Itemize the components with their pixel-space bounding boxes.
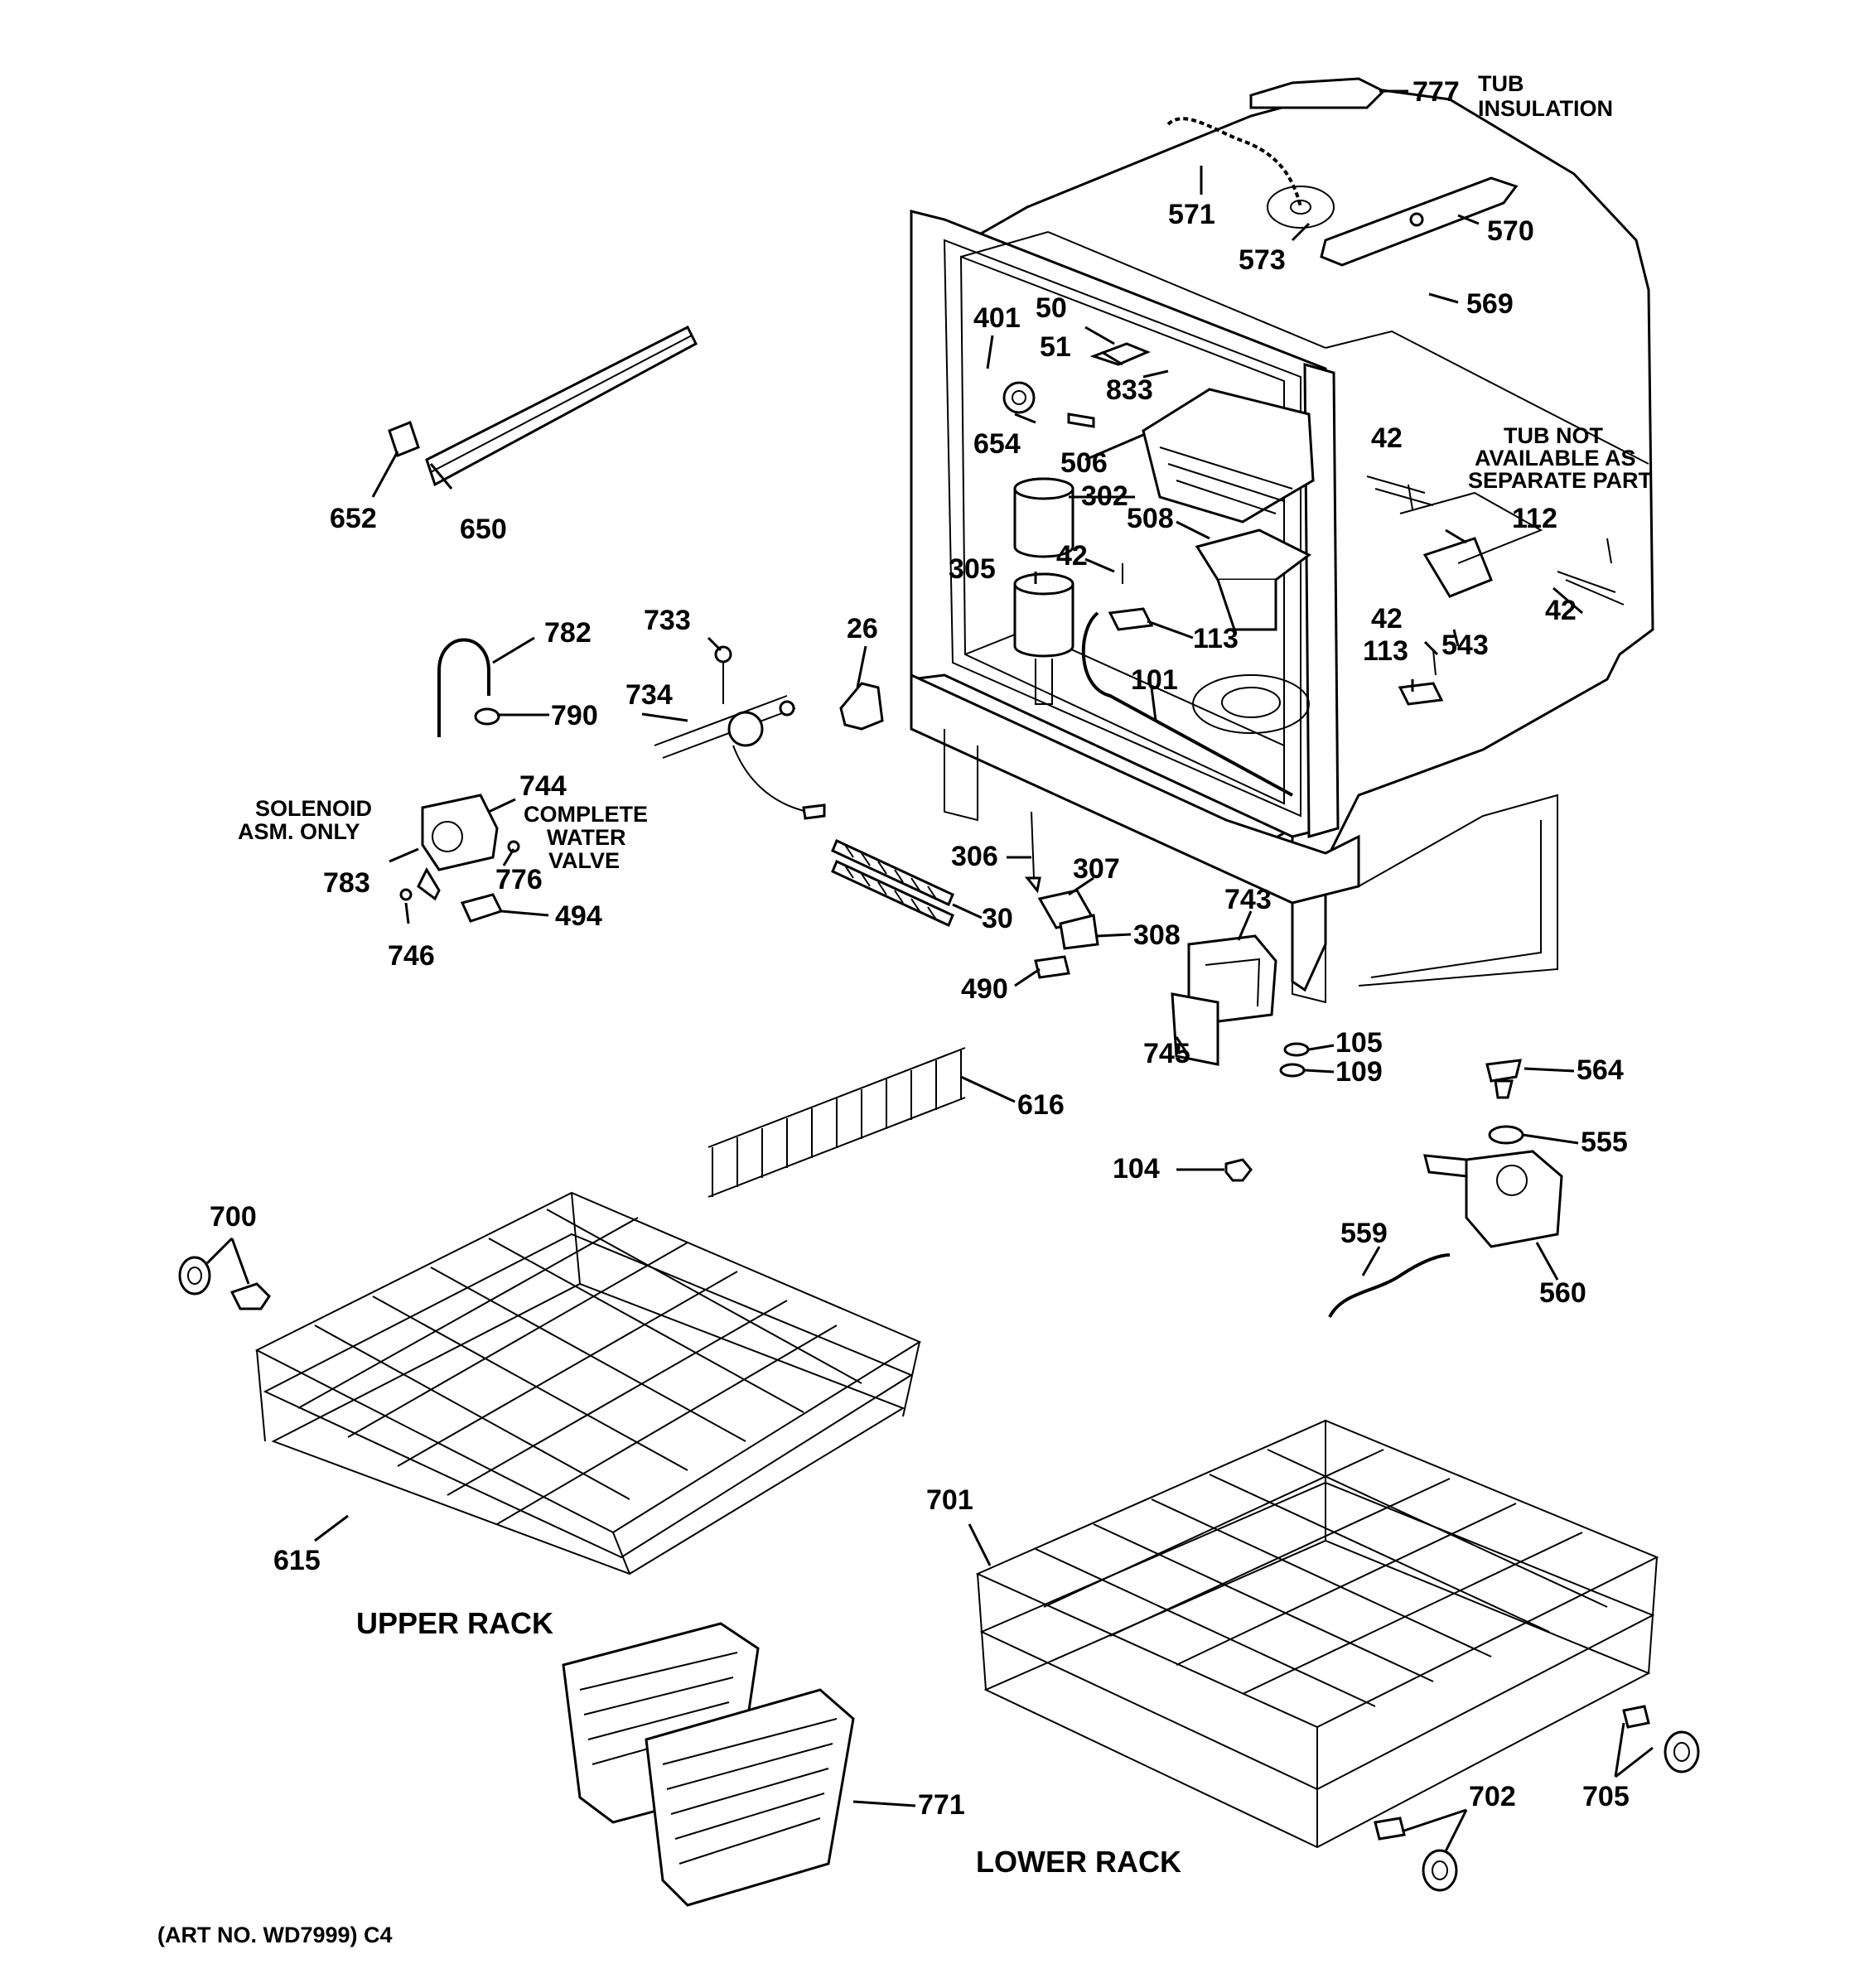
leader-lines <box>205 89 1654 1852</box>
callout-508: 508 <box>1127 503 1174 534</box>
note-valve-3: VALVE <box>548 848 620 873</box>
callout-560: 560 <box>1539 1277 1586 1309</box>
note-tub-not-3: SEPARATE PART <box>1468 468 1653 493</box>
callout-571: 571 <box>1168 199 1215 230</box>
note-tub-not-2: AVAILABLE AS <box>1475 446 1636 470</box>
callout-104: 104 <box>1113 1153 1160 1185</box>
callout-30: 30 <box>982 903 1013 934</box>
clip-26-drawing <box>839 682 884 731</box>
callout-616: 616 <box>1017 1089 1065 1121</box>
callout-776: 776 <box>495 864 543 895</box>
pump-assembly-drawing <box>1328 1059 1563 1318</box>
callout-559: 559 <box>1340 1218 1388 1249</box>
callout-700: 700 <box>210 1201 257 1233</box>
door-switch-drawing <box>1024 811 1099 979</box>
callout-labels: 777 TUB INSULATION 571 573 570 569 401 5… <box>157 71 1653 1947</box>
callout-490: 490 <box>961 973 1008 1005</box>
callout-506: 506 <box>1060 447 1108 479</box>
callout-570: 570 <box>1487 215 1534 247</box>
callout-42-d: 42 <box>1371 603 1403 635</box>
washer-109-drawing <box>1279 1063 1306 1078</box>
callout-743: 743 <box>1224 884 1272 915</box>
callout-113-a: 113 <box>1193 623 1239 654</box>
callout-745: 745 <box>1143 1038 1190 1069</box>
lower-rack-rollers-drawing <box>1374 1705 1700 1892</box>
callout-777: 777 <box>1412 76 1460 108</box>
water-valve-drawing <box>399 794 520 923</box>
callout-564: 564 <box>1577 1054 1624 1086</box>
callout-650: 650 <box>460 514 507 545</box>
vent-hose-drawing <box>437 638 500 737</box>
upper-rack-title: UPPER RACK <box>356 1606 553 1640</box>
callout-734: 734 <box>625 679 673 711</box>
note-tub-insulation-2: INSULATION <box>1478 96 1613 121</box>
callout-307: 307 <box>1073 853 1120 885</box>
callout-543: 543 <box>1441 630 1489 661</box>
callout-113-b: 113 <box>1363 635 1408 667</box>
callout-26: 26 <box>847 613 878 644</box>
callout-401: 401 <box>973 302 1021 334</box>
callout-109: 109 <box>1335 1056 1383 1088</box>
rack-roller-700-drawing <box>178 1256 271 1310</box>
callout-833: 833 <box>1106 374 1153 406</box>
callout-42-b: 42 <box>1056 540 1088 572</box>
callout-701: 701 <box>926 1484 973 1516</box>
callout-50: 50 <box>1036 292 1067 324</box>
silverware-basket-drawing <box>562 1622 855 1907</box>
note-valve-1: COMPLETE <box>524 802 648 827</box>
callout-705: 705 <box>1582 1781 1630 1812</box>
dishwasher-tub-drawing <box>910 77 1654 1004</box>
art-number: (ART NO. WD7999) C4 <box>157 1923 393 1947</box>
callout-654: 654 <box>973 428 1021 460</box>
callout-771: 771 <box>918 1789 965 1821</box>
callout-306: 306 <box>951 841 998 872</box>
upper-rack-drawing <box>254 1191 922 1575</box>
callout-652: 652 <box>330 503 377 534</box>
thermostat-bracket-drawing <box>654 645 826 820</box>
nut-104-drawing <box>1224 1158 1253 1182</box>
callout-783: 783 <box>323 867 370 899</box>
callout-494: 494 <box>555 900 602 932</box>
callout-51: 51 <box>1040 331 1071 363</box>
callout-702: 702 <box>1469 1781 1516 1812</box>
note-tub-not-1: TUB NOT <box>1504 423 1603 448</box>
door-rail-drawing <box>388 325 698 487</box>
lower-rack-title: LOWER RACK <box>976 1845 1181 1879</box>
lower-rack-drawing <box>975 1419 1659 1849</box>
callout-733: 733 <box>644 605 691 636</box>
callout-42-c: 42 <box>1545 595 1577 626</box>
callout-308: 308 <box>1133 919 1181 951</box>
note-solenoid-2: ASM. ONLY <box>238 819 360 844</box>
washer-105-drawing <box>1283 1042 1310 1057</box>
rack-divider-drawing <box>707 1047 966 1198</box>
callout-790: 790 <box>551 700 598 731</box>
note-valve-2: WATER <box>547 825 626 850</box>
callout-42-a: 42 <box>1371 422 1403 454</box>
callout-555: 555 <box>1581 1127 1628 1158</box>
note-tub-insulation-1: TUB <box>1478 71 1524 96</box>
callout-101: 101 <box>1131 664 1178 696</box>
callout-615: 615 <box>273 1545 321 1576</box>
door-springs-drawing <box>831 838 954 928</box>
callout-105: 105 <box>1335 1027 1383 1059</box>
callout-746: 746 <box>388 940 435 972</box>
callout-112: 112 <box>1512 503 1557 534</box>
callout-744: 744 <box>519 770 567 802</box>
callout-305: 305 <box>949 553 996 585</box>
callout-573: 573 <box>1239 244 1286 276</box>
callout-782: 782 <box>544 617 592 649</box>
callout-302: 302 <box>1081 480 1128 512</box>
note-solenoid-1: SOLENOID <box>255 796 372 821</box>
callout-569: 569 <box>1466 288 1514 320</box>
